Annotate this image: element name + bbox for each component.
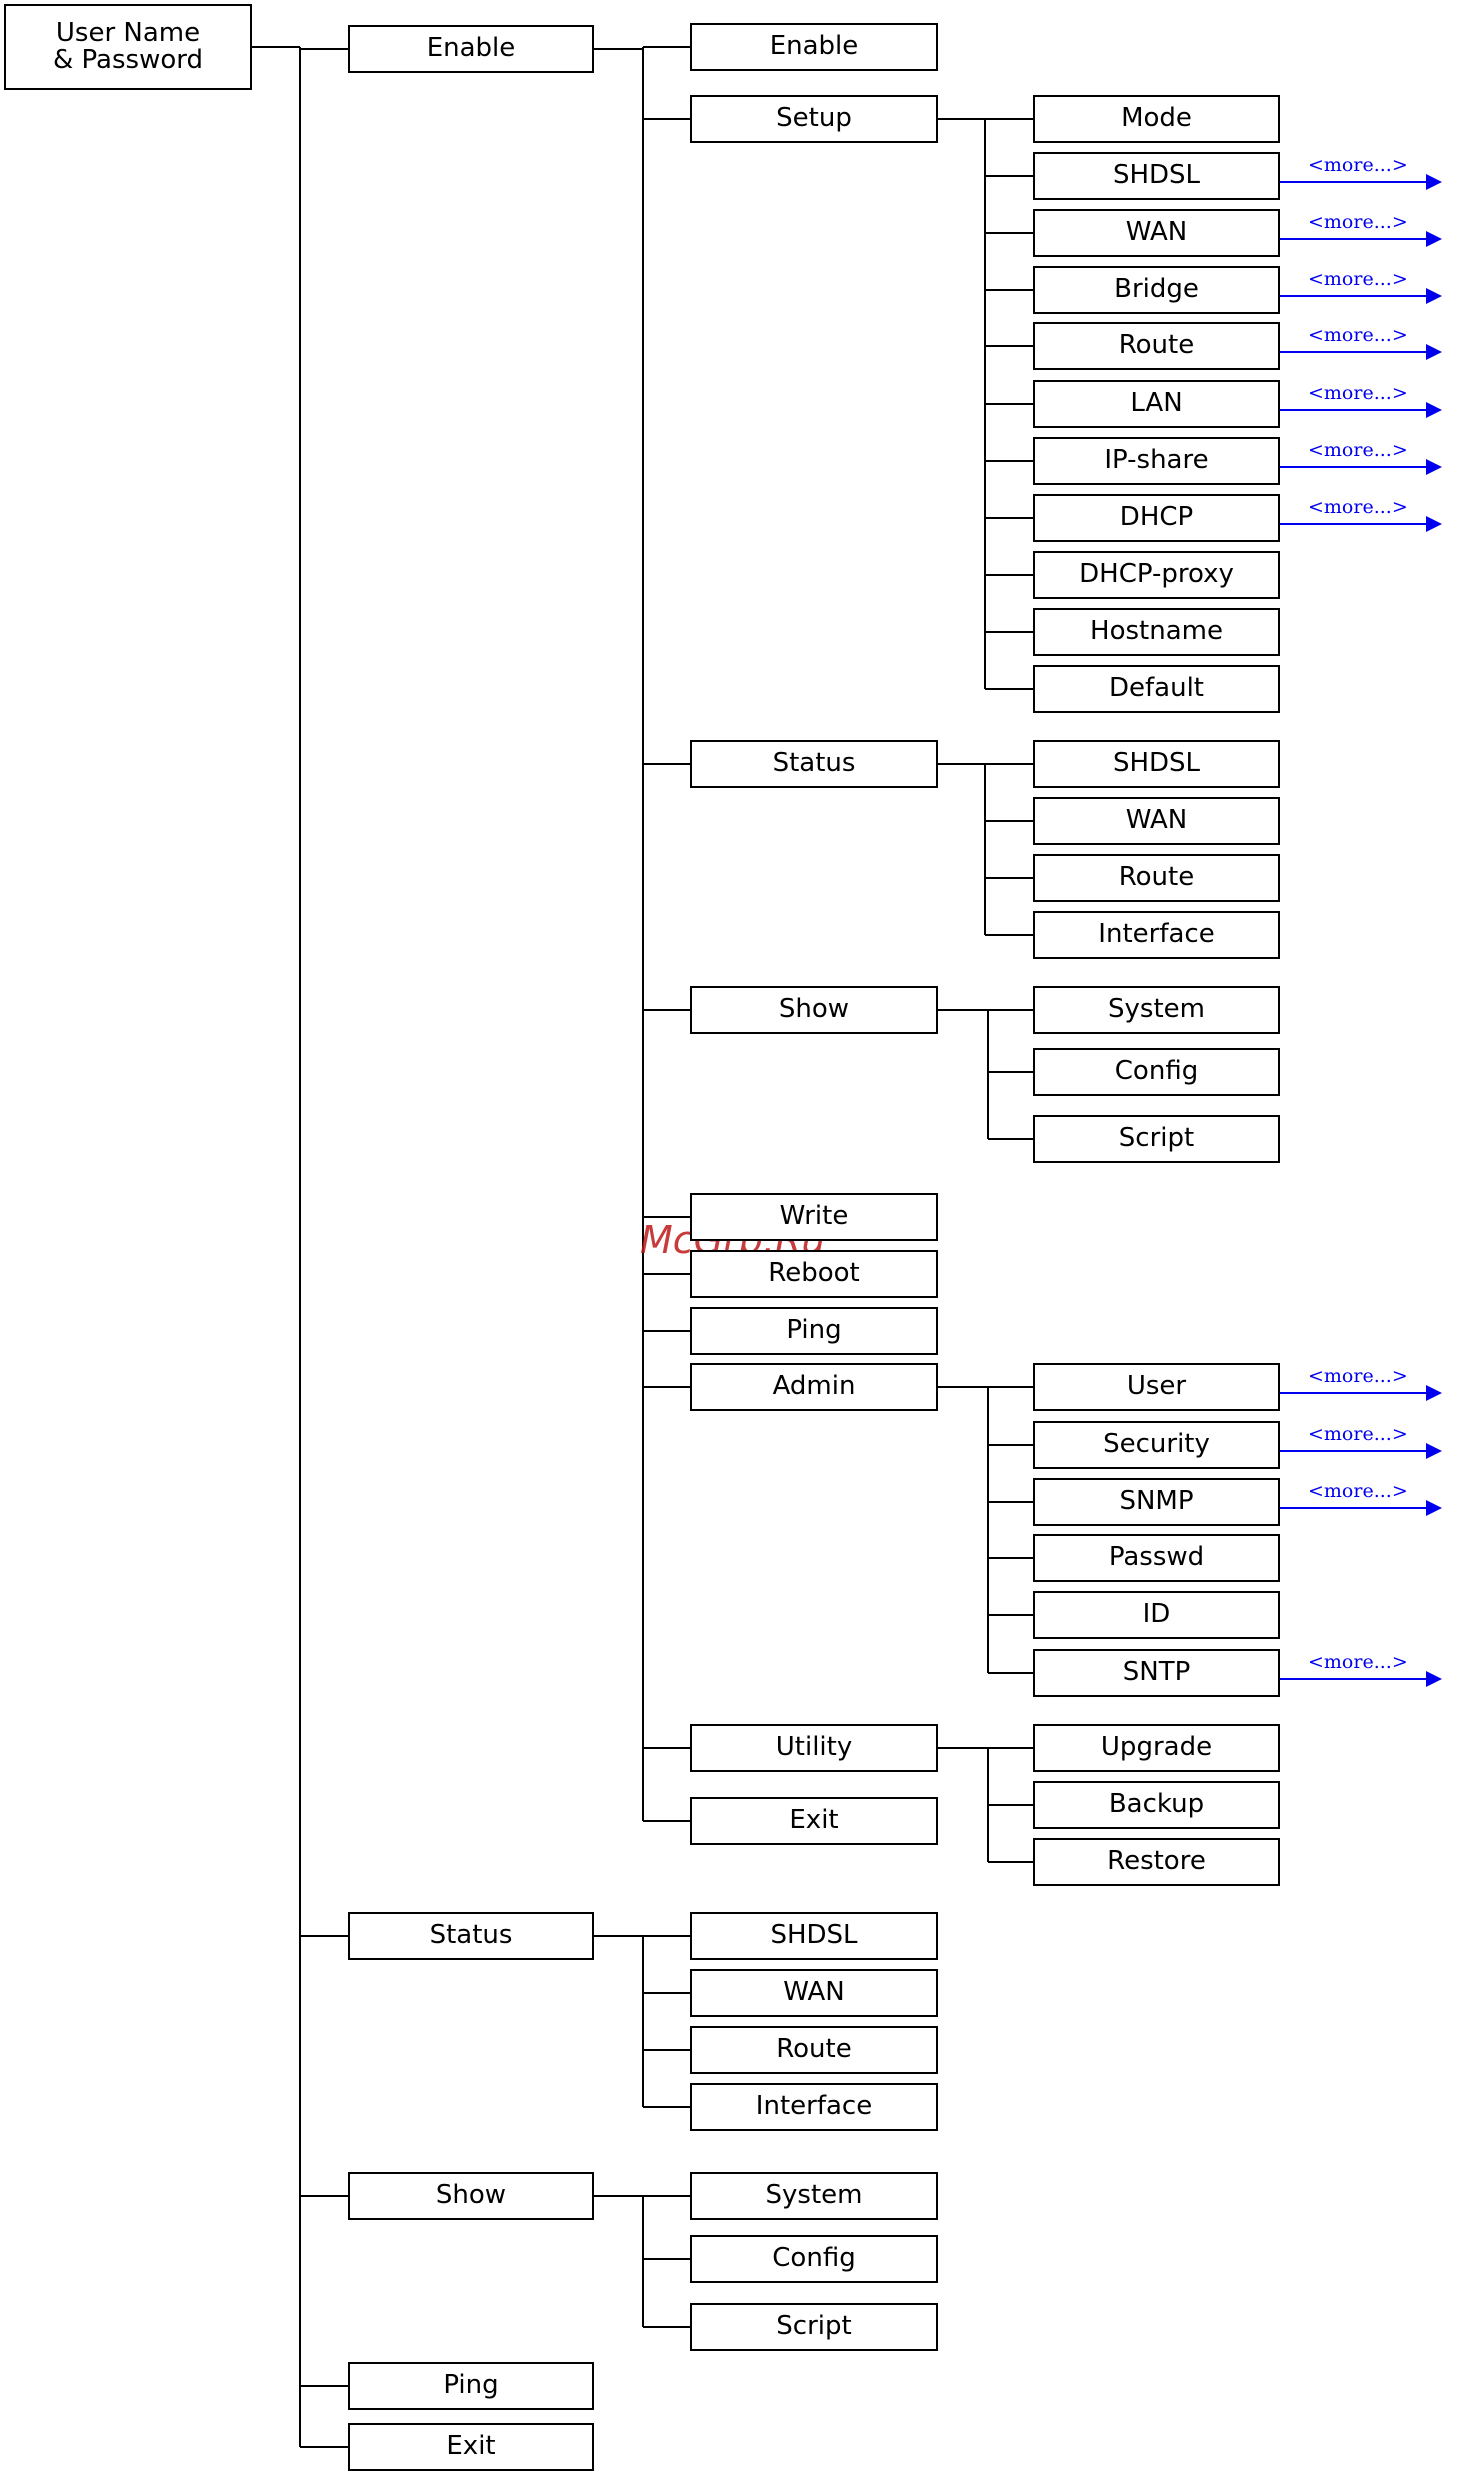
status-interface-box: Interface [690,2083,938,2131]
more-arrowhead-setup-dhcp [1426,516,1442,532]
setup-dhcp-proxy-box: DHCP-proxy [1033,551,1280,599]
more-link-setup-wan[interactable]: <more...> [1308,211,1408,233]
enable-status-route-box: Route [1033,854,1280,902]
setup-ip-share-box: IP-share [1033,437,1280,485]
enable-status-interface-box: Interface [1033,911,1280,959]
more-link-setup-dhcp[interactable]: <more...> [1308,496,1408,518]
admin-user-box: User [1033,1363,1280,1411]
more-link-admin-user[interactable]: <more...> [1308,1365,1408,1387]
more-link-admin-snmp[interactable]: <more...> [1308,1480,1408,1502]
enable-write-box: Write [690,1193,938,1241]
enable-enable-box: Enable [690,23,938,71]
more-arrowhead-admin-user [1426,1385,1442,1401]
more-arrowhead-admin-snmp [1426,1500,1442,1516]
more-arrowhead-setup-ip-share [1426,459,1442,475]
show-system-box: System [690,2172,938,2220]
setup-route-box: Route [1033,322,1280,370]
level1-show-box: Show [348,2172,594,2220]
show-script-box: Script [690,2303,938,2351]
level1-ping-box: Ping [348,2362,594,2410]
enable-show-system-box: System [1033,986,1280,1034]
enable-status-wan-box: WAN [1033,797,1280,845]
more-link-setup-bridge[interactable]: <more...> [1308,268,1408,290]
admin-security-box: Security [1033,1421,1280,1469]
more-arrowhead-admin-security [1426,1443,1442,1459]
setup-default-box: Default [1033,665,1280,713]
level1-enable-box: Enable [348,25,594,73]
enable-reboot-box: Reboot [690,1250,938,1298]
enable-admin-box: Admin [690,1363,938,1411]
setup-mode-box: Mode [1033,95,1280,143]
admin-sntp-box: SNTP [1033,1649,1280,1697]
more-link-admin-sntp[interactable]: <more...> [1308,1651,1408,1673]
enable-status-box: Status [690,740,938,788]
enable-status-shdsl-box: SHDSL [1033,740,1280,788]
more-arrowhead-setup-route [1426,344,1442,360]
utility-upgrade-box: Upgrade [1033,1724,1280,1772]
more-arrowhead-admin-sntp [1426,1671,1442,1687]
more-arrowhead-setup-shdsl [1426,174,1442,190]
enable-exit-box: Exit [690,1797,938,1845]
status-shdsl-box: SHDSL [690,1912,938,1960]
setup-hostname-box: Hostname [1033,608,1280,656]
setup-shdsl-box: SHDSL [1033,152,1280,200]
more-arrowhead-setup-bridge [1426,288,1442,304]
level1-status-box: Status [348,1912,594,1960]
setup-dhcp-box: DHCP [1033,494,1280,542]
setup-lan-box: LAN [1033,380,1280,428]
enable-utility-box: Utility [690,1724,938,1772]
more-arrowhead-setup-wan [1426,231,1442,247]
root-login-box: User Name & Password [4,4,252,90]
setup-wan-box: WAN [1033,209,1280,257]
level1-exit-box: Exit [348,2423,594,2471]
enable-show-config-box: Config [1033,1048,1280,1096]
more-link-setup-lan[interactable]: <more...> [1308,382,1408,404]
enable-setup-box: Setup [690,95,938,143]
admin-id-box: ID [1033,1591,1280,1639]
utility-backup-box: Backup [1033,1781,1280,1829]
more-link-admin-security[interactable]: <more...> [1308,1423,1408,1445]
show-config-box: Config [690,2235,938,2283]
setup-bridge-box: Bridge [1033,266,1280,314]
utility-restore-box: Restore [1033,1838,1280,1886]
more-link-setup-route[interactable]: <more...> [1308,324,1408,346]
enable-ping-box: Ping [690,1307,938,1355]
more-link-setup-shdsl[interactable]: <more...> [1308,154,1408,176]
admin-passwd-box: Passwd [1033,1534,1280,1582]
admin-snmp-box: SNMP [1033,1478,1280,1526]
status-route-box: Route [690,2026,938,2074]
enable-show-script-box: Script [1033,1115,1280,1163]
status-wan-box: WAN [690,1969,938,2017]
more-link-setup-ip-share[interactable]: <more...> [1308,439,1408,461]
enable-show-box: Show [690,986,938,1034]
more-arrowhead-setup-lan [1426,402,1442,418]
